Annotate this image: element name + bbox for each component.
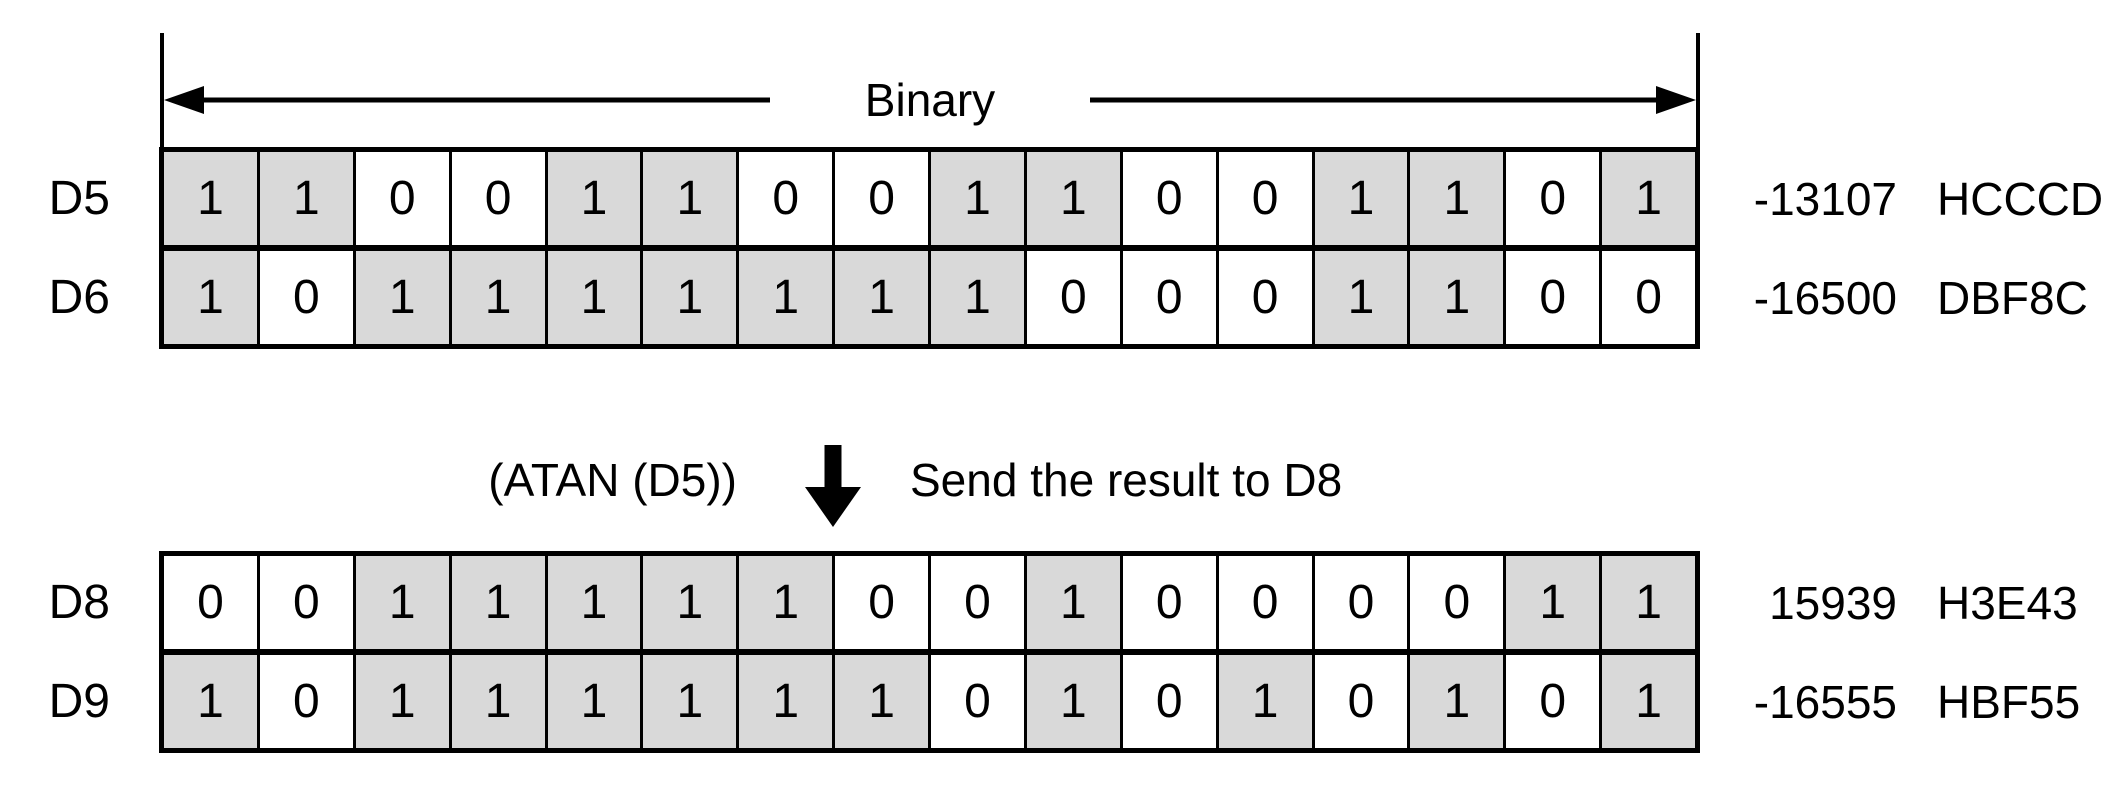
bit-cell: 1 <box>736 556 833 649</box>
bit-cell: 0 <box>1599 251 1695 344</box>
bit-cell: 0 <box>1311 556 1408 649</box>
register-values: 15939 H3E43 <box>1715 556 2125 649</box>
bit-cell: 0 <box>256 655 353 748</box>
decimal-value: -16555 <box>1753 675 1897 728</box>
binary-span-arrows <box>160 33 1700 147</box>
bit-cell: 1 <box>544 152 641 245</box>
bit-cell: 0 <box>928 655 1024 748</box>
bit-cell: 1 <box>164 655 257 748</box>
bit-cell: 1 <box>352 251 449 344</box>
bit-cell: 1 <box>1599 556 1695 649</box>
bit-cell: 1 <box>164 152 257 245</box>
register-values: -16500 DBF8C <box>1715 251 2125 344</box>
decimal-value: -13107 <box>1753 172 1897 225</box>
bit-cell: 0 <box>1119 251 1216 344</box>
hex-value: DBF8C <box>1937 271 2088 324</box>
hex-value: HCCCD <box>1937 172 2104 225</box>
bit-cell: 1 <box>1503 556 1600 649</box>
bit-cell: 1 <box>448 655 545 748</box>
bit-cell: 0 <box>352 152 449 245</box>
bit-cell: 1 <box>640 251 737 344</box>
bit-cell: 0 <box>1215 152 1312 245</box>
bit-cell: 1 <box>544 655 641 748</box>
decimal-value: 15939 <box>1769 576 1897 629</box>
bit-cell: 0 <box>1119 556 1216 649</box>
bit-cell: 1 <box>640 556 737 649</box>
bit-cell: 1 <box>448 251 545 344</box>
bit-cell: 1 <box>256 152 353 245</box>
register-values: -16555 HBF55 <box>1715 655 2125 748</box>
bit-cell: 1 <box>928 251 1024 344</box>
bit-cell: 1 <box>1311 251 1408 344</box>
bit-cell: 1 <box>1311 152 1408 245</box>
bit-cell: 0 <box>164 556 257 649</box>
bit-cell: 1 <box>544 556 641 649</box>
bit-cell: 1 <box>1599 152 1695 245</box>
right-arrow-icon <box>1090 86 1696 114</box>
bit-cell: 0 <box>256 556 353 649</box>
bit-cell: 0 <box>928 556 1024 649</box>
bit-cell: 0 <box>1023 251 1120 344</box>
bit-cell: 1 <box>544 251 641 344</box>
bit-cell: 1 <box>832 251 928 344</box>
bit-cell: 1 <box>640 152 737 245</box>
bit-cell: 1 <box>448 556 545 649</box>
bit-cell: 0 <box>256 251 353 344</box>
bit-cell: 0 <box>1215 556 1312 649</box>
bit-cell: 0 <box>1503 251 1600 344</box>
bit-cell: 1 <box>928 152 1024 245</box>
bit-cell: 0 <box>448 152 545 245</box>
bit-cell: 1 <box>1407 251 1504 344</box>
hex-value: HBF55 <box>1937 675 2081 728</box>
hex-value: H3E43 <box>1937 576 2078 629</box>
bit-cell: 0 <box>1311 655 1408 748</box>
bit-cell: 1 <box>1599 655 1695 748</box>
bit-cell: 1 <box>1215 655 1312 748</box>
bit-cell: 1 <box>832 655 928 748</box>
register-label: D5 <box>48 172 110 225</box>
bit-cell: 1 <box>640 655 737 748</box>
operation-note: Send the result to D8 <box>910 454 1343 506</box>
bit-cell: 1 <box>1407 655 1504 748</box>
bit-cell: 1 <box>352 655 449 748</box>
left-arrow-icon <box>164 86 770 114</box>
bit-cell: 0 <box>736 152 833 245</box>
bit-cell: 1 <box>352 556 449 649</box>
bit-cell: 1 <box>736 655 833 748</box>
bit-cell: 0 <box>1119 152 1216 245</box>
register-values: -13107 HCCCD <box>1715 152 2125 245</box>
register-label: D6 <box>48 271 110 324</box>
bit-cell: 1 <box>736 251 833 344</box>
bit-cell: 0 <box>1215 251 1312 344</box>
bit-cell: 0 <box>832 556 928 649</box>
register-label: D9 <box>48 675 110 728</box>
bit-cell: 0 <box>1503 152 1600 245</box>
bit-cell: 1 <box>1023 152 1120 245</box>
decimal-value: -16500 <box>1753 271 1897 324</box>
bit-cell: 0 <box>1503 655 1600 748</box>
register-label: D8 <box>48 576 110 629</box>
bit-cell: 0 <box>832 152 928 245</box>
bit-cell: 1 <box>1407 152 1504 245</box>
bit-cell: 1 <box>1023 556 1120 649</box>
down-arrow-icon <box>805 445 861 527</box>
bit-cell: 0 <box>1119 655 1216 748</box>
bit-cell: 0 <box>1407 556 1504 649</box>
binary-axis-label: Binary <box>864 74 996 126</box>
operation-expression: (ATAN (D5)) <box>488 454 737 506</box>
bit-cell: 1 <box>164 251 257 344</box>
bit-cell: 1 <box>1023 655 1120 748</box>
